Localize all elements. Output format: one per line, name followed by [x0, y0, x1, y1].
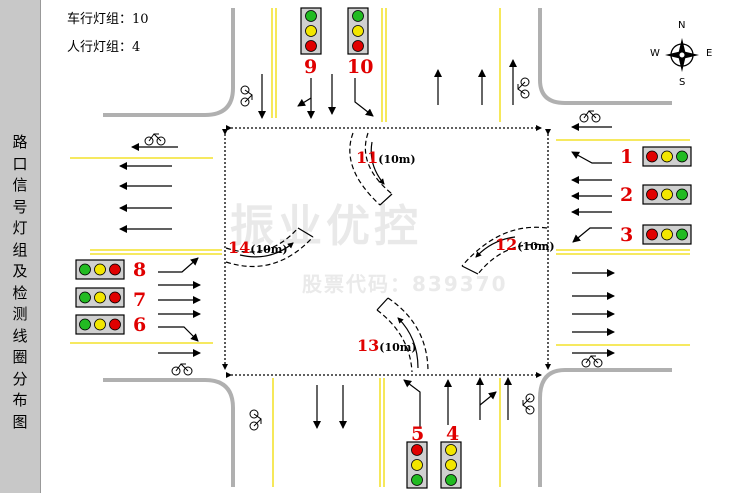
bicycle-icon	[249, 409, 262, 431]
signal-head-7	[75, 287, 125, 308]
detector-loops	[225, 132, 548, 373]
side-title-char: 及	[12, 262, 28, 280]
signal-lamp-green	[676, 188, 688, 201]
side-title-char: 口	[12, 154, 28, 173]
signal-lamp-yellow	[94, 318, 106, 331]
road-curbs	[103, 8, 672, 487]
signal-lamp-red	[109, 263, 121, 276]
signal-number-10: 10	[347, 56, 374, 78]
side-title-char: 路	[12, 133, 28, 151]
bicycle-icon	[579, 110, 601, 123]
signal-number-9: 9	[304, 56, 318, 78]
side-title-char: 组	[12, 240, 28, 259]
lane-arrows	[119, 59, 615, 429]
signal-lamp-red	[109, 291, 121, 304]
signal-lamp-yellow	[352, 25, 364, 37]
signal-heads	[75, 7, 692, 489]
loop-label-12: 12(10m)	[495, 235, 555, 254]
signal-lamp-red	[646, 188, 658, 201]
signal-number-5: 5	[411, 423, 425, 445]
compass-e: E	[706, 48, 713, 59]
lane-markings	[70, 8, 690, 487]
signal-head-10	[347, 7, 369, 55]
side-title-char: 线	[12, 326, 28, 345]
signal-lamp-green	[305, 10, 317, 22]
signal-head-1	[642, 146, 692, 167]
signal-lamp-red	[305, 40, 317, 52]
signal-head-9	[300, 7, 322, 55]
signal-lamp-yellow	[94, 263, 106, 276]
compass-w: W	[650, 48, 660, 59]
signal-lamp-red	[646, 150, 658, 163]
bicycle-icon	[171, 363, 193, 376]
signal-lamp-green	[79, 291, 91, 304]
signal-lamp-green	[352, 10, 364, 22]
stop-line-box	[222, 125, 551, 378]
side-title-char: 分	[12, 369, 28, 388]
pedestrian-signal-count: 人行灯组：4	[67, 40, 141, 55]
bicycle-icon	[240, 85, 253, 107]
bicycle-icon	[522, 393, 535, 415]
compass-s: S	[679, 77, 686, 88]
bicycle-icons	[144, 77, 603, 431]
side-title-char: 图	[12, 412, 28, 431]
signal-lamp-green	[79, 318, 91, 331]
side-title-char: 号	[12, 197, 28, 216]
side-title-char: 测	[12, 305, 28, 323]
signal-number-2: 2	[620, 184, 634, 206]
bicycle-icon	[144, 133, 166, 146]
signal-lamp-red	[411, 444, 423, 456]
watermark: 振业优控	[230, 201, 422, 252]
side-title-char: 布	[12, 391, 28, 409]
compass-n: N	[678, 20, 686, 31]
loop-label-14: 14(10m)	[228, 238, 288, 257]
vehicle-signal-count: 车行灯组：10	[67, 12, 149, 27]
signal-lamp-red	[646, 228, 658, 241]
side-title-char: 检	[12, 283, 28, 302]
side-title-bar: 路口信号灯组及检测线圈分布图	[0, 0, 41, 493]
loop-label-11: 11(10m)	[356, 148, 416, 167]
signal-lamp-yellow	[445, 444, 457, 456]
signal-lamp-green	[676, 228, 688, 241]
side-title: 路口信号灯组及检测线圈分布图	[0, 132, 40, 433]
signal-head-5	[406, 441, 428, 489]
signal-number-7: 7	[133, 289, 147, 311]
signal-lamp-yellow	[445, 459, 457, 471]
signal-number-1: 1	[620, 146, 634, 168]
side-title-char: 圈	[12, 348, 28, 366]
signal-head-4	[440, 441, 462, 489]
signal-lamp-red	[352, 40, 364, 52]
signal-lamp-yellow	[661, 188, 673, 201]
signal-lamp-red	[109, 318, 121, 331]
signal-lamp-yellow	[661, 150, 673, 163]
signal-head-2	[642, 184, 692, 205]
signal-number-4: 4	[446, 423, 460, 445]
signal-lamp-yellow	[661, 228, 673, 241]
compass-icon	[665, 38, 699, 72]
signal-number-6: 6	[133, 314, 147, 336]
side-title-char: 灯	[12, 219, 28, 237]
watermark-stock-code: 股票代码：839370	[302, 272, 508, 296]
signal-lamp-yellow	[94, 291, 106, 304]
signal-lamp-green	[411, 474, 423, 486]
signal-lamp-yellow	[305, 25, 317, 37]
side-title-char: 信	[12, 176, 28, 194]
signal-lamp-green	[79, 263, 91, 276]
loop-label-13: 13(10m)	[357, 336, 417, 355]
signal-lamp-green	[445, 474, 457, 486]
signal-number-3: 3	[620, 224, 634, 246]
signal-head-6	[75, 314, 125, 335]
bicycle-icon	[517, 77, 530, 99]
signal-head-3	[642, 224, 692, 245]
bicycle-icon	[581, 355, 603, 368]
signal-lamp-yellow	[411, 459, 423, 471]
signal-head-8	[75, 259, 125, 280]
signal-lamp-green	[676, 150, 688, 163]
signal-number-8: 8	[133, 259, 147, 281]
